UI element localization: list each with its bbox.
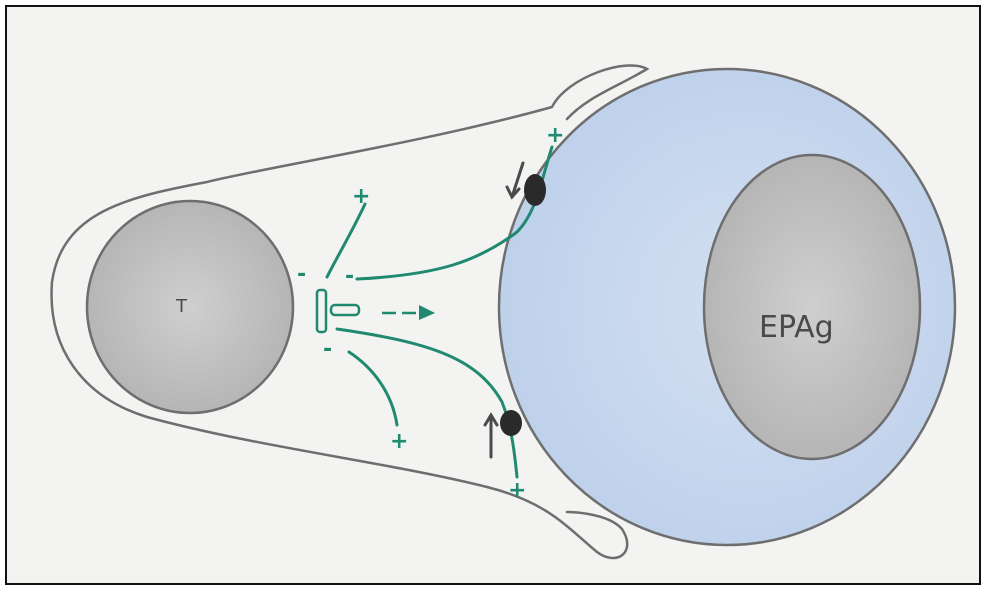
t-cell-nucleus xyxy=(87,201,293,413)
plus-label-upper-short: + xyxy=(352,184,370,209)
polarization-arrow xyxy=(382,305,435,320)
centriole-vertical xyxy=(317,290,326,332)
immune-synapse-diagram: + + - - - + + T EPAg xyxy=(7,7,981,585)
plus-label-bottom: + xyxy=(508,478,526,503)
minus-label-lower: - xyxy=(323,337,332,362)
plus-label-lower-short: + xyxy=(390,429,408,454)
diagram-frame: + + - - - + + T EPAg xyxy=(5,5,981,585)
minus-label-upper: - xyxy=(297,262,306,287)
apc-nucleus xyxy=(704,155,920,459)
centrosome xyxy=(317,290,359,332)
centriole-horizontal xyxy=(331,305,359,315)
apc-label: EPAg xyxy=(759,310,834,345)
minus-label-upper-synapse: - xyxy=(345,264,354,289)
plus-label-top: + xyxy=(546,123,564,148)
t-cell-label: T xyxy=(175,296,188,317)
dynein-motor-upper xyxy=(524,174,546,206)
microtubule-lower-short xyxy=(349,352,397,425)
dynein-motor-lower xyxy=(500,410,522,436)
